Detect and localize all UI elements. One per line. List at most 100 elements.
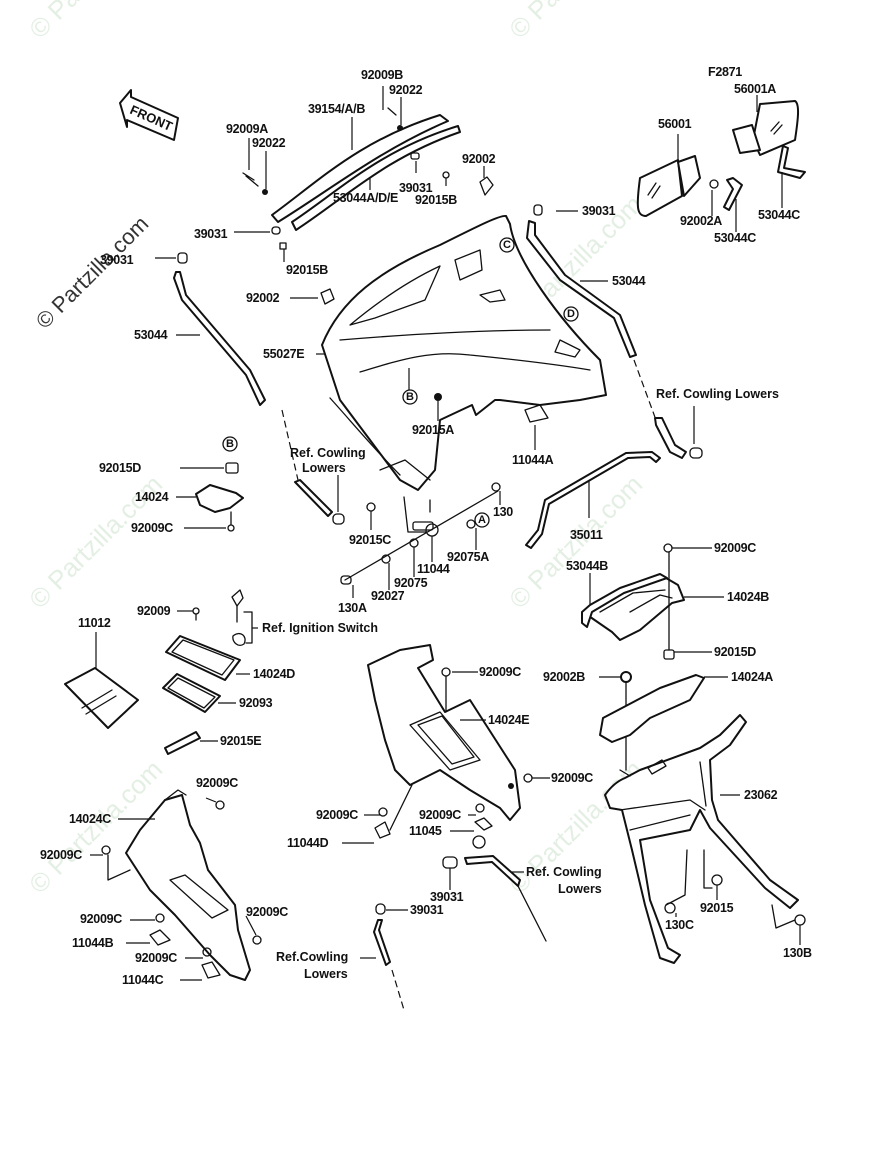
label-14024: 14024 bbox=[135, 490, 169, 504]
label-92009C-c3: 92009C bbox=[316, 808, 358, 822]
label-39031-right: 39031 bbox=[582, 204, 616, 218]
fasteners-top bbox=[177, 107, 494, 305]
label-92009C-c4: 92009C bbox=[419, 808, 461, 822]
leaders-center bbox=[352, 491, 501, 598]
label-92093: 92093 bbox=[239, 696, 273, 710]
label-92015B-mid: 92015B bbox=[415, 193, 457, 207]
leaders-bottom bbox=[360, 868, 524, 959]
label-11044A: 11044A bbox=[512, 453, 554, 467]
label-92009A: 92009A bbox=[226, 122, 268, 136]
leaders-14024C bbox=[90, 797, 257, 981]
label-92015C: 92015C bbox=[349, 533, 391, 547]
ref-cowling-lowers-right: Ref. Cowling Lowers bbox=[656, 387, 779, 401]
label-39154: 39154/A/B bbox=[308, 102, 365, 116]
label-56001A: 56001A bbox=[734, 82, 776, 96]
label-92015D-right: 92015D bbox=[714, 645, 756, 659]
label-92009C-bl2: 92009C bbox=[40, 848, 82, 862]
label-11044C: 11044C bbox=[122, 973, 164, 987]
label-39031-far-left: 39031 bbox=[100, 253, 134, 267]
label-92009C-bl3: 92009C bbox=[80, 912, 122, 926]
label-35011: 35011 bbox=[570, 528, 603, 542]
bracket-14024 bbox=[195, 462, 244, 532]
callout-letter-d: D bbox=[567, 308, 575, 320]
label-92009C-c1: 92009C bbox=[479, 665, 521, 679]
label-53044C-a: 53044C bbox=[714, 231, 756, 245]
ref-cowling-bot-left-line1: Ref.Cowling bbox=[276, 950, 348, 964]
label-92009C-c2: 92009C bbox=[551, 771, 593, 785]
label-92075A: 92075A bbox=[447, 550, 489, 564]
leaders-side bbox=[176, 280, 695, 512]
leaders-ignition bbox=[95, 610, 258, 742]
label-11012: 11012 bbox=[78, 616, 111, 630]
label-56001: 56001 bbox=[658, 117, 692, 131]
label-92009C-bl4: 92009C bbox=[246, 905, 288, 919]
label-11044: 11044 bbox=[417, 562, 450, 576]
watermark: © Partzilla.com bbox=[31, 211, 154, 334]
callout-letter-b: B bbox=[406, 391, 414, 403]
label-53044ADE: 53044A/D/E bbox=[333, 191, 398, 205]
label-53044B: 53044B bbox=[566, 559, 608, 573]
ref-ignition-switch: Ref. Ignition Switch bbox=[262, 621, 378, 635]
label-92022-top: 92022 bbox=[389, 83, 423, 97]
inner-panel-14024C bbox=[101, 789, 262, 981]
label-92002-mid: 92002 bbox=[246, 291, 280, 305]
label-92009C-left: 92009C bbox=[131, 521, 173, 535]
pipe-35011 bbox=[525, 451, 661, 549]
label-39031-bot2: 39031 bbox=[410, 903, 444, 917]
label-11045: 11045 bbox=[409, 824, 442, 838]
label-92009C-bl1: 92009C bbox=[196, 776, 238, 790]
label-92022-left: 92022 bbox=[252, 136, 286, 150]
label-39031-bot1: 39031 bbox=[430, 890, 464, 904]
label-92015B-left: 92015B bbox=[286, 263, 328, 277]
label-130: 130 bbox=[493, 505, 513, 519]
label-92002-top: 92002 bbox=[462, 152, 496, 166]
leaders-14024E bbox=[342, 671, 550, 844]
label-92027: 92027 bbox=[371, 589, 405, 603]
label-92075: 92075 bbox=[394, 576, 428, 590]
leaders-mirrors bbox=[677, 95, 783, 232]
leaders-frame bbox=[675, 794, 801, 945]
label-14024A: 14024A bbox=[731, 670, 773, 684]
inner-panel-14024E bbox=[367, 644, 533, 849]
label-92015: 92015 bbox=[700, 901, 734, 915]
label-11044D: 11044D bbox=[287, 836, 329, 850]
side-trim-right bbox=[526, 204, 703, 459]
label-92015A: 92015A bbox=[412, 423, 454, 437]
ref-cowling-bot-right-line1: Ref. Cowling bbox=[526, 865, 602, 879]
label-39031-left: 39031 bbox=[194, 227, 228, 241]
ref-cowling-bot-right-line2: Lowers bbox=[558, 882, 602, 896]
label-92009-small: 92009 bbox=[137, 604, 171, 618]
bottom-trims bbox=[373, 855, 547, 1011]
label-130C: 130C bbox=[665, 918, 694, 932]
watermark: © Partzilla.com bbox=[23, 0, 168, 44]
watermark: © Partzilla.com bbox=[503, 0, 648, 44]
ref-cowling-bot-left-line2: Lowers bbox=[304, 967, 348, 981]
leaders-14024 bbox=[176, 467, 226, 529]
leaders-14024B bbox=[589, 547, 724, 653]
label-39031-mid: 39031 bbox=[399, 181, 433, 195]
label-92015E: 92015E bbox=[220, 734, 261, 748]
label-130B: 130B bbox=[783, 946, 812, 960]
leaders-cowling bbox=[290, 297, 536, 450]
center-fasteners bbox=[340, 482, 501, 585]
ref-cowling-mid-line1: Ref. Cowling bbox=[290, 446, 366, 460]
ref-cowling-mid-line2: Lowers bbox=[302, 461, 346, 475]
callout-letter-c: C bbox=[503, 239, 511, 251]
mirror-left bbox=[636, 155, 701, 217]
label-55027E: 55027E bbox=[263, 347, 304, 361]
mirror-right bbox=[732, 100, 799, 156]
leaders-top bbox=[155, 86, 578, 262]
callout-markers: C D B B A bbox=[222, 237, 579, 528]
label-92009C-bl5: 92009C bbox=[135, 951, 177, 965]
figure-code: F2871 bbox=[708, 65, 742, 79]
upper-cowling bbox=[321, 214, 607, 491]
label-23062: 23062 bbox=[744, 788, 778, 802]
label-92002A: 92002A bbox=[680, 214, 722, 228]
side-trim-left bbox=[173, 271, 345, 525]
frame-23062 bbox=[604, 714, 806, 964]
label-14024D: 14024D bbox=[253, 667, 295, 681]
label-92009B: 92009B bbox=[361, 68, 403, 82]
label-53044C-b: 53044C bbox=[758, 208, 800, 222]
label-53044-left: 53044 bbox=[134, 328, 168, 342]
callout-letter-a: A bbox=[478, 514, 486, 526]
